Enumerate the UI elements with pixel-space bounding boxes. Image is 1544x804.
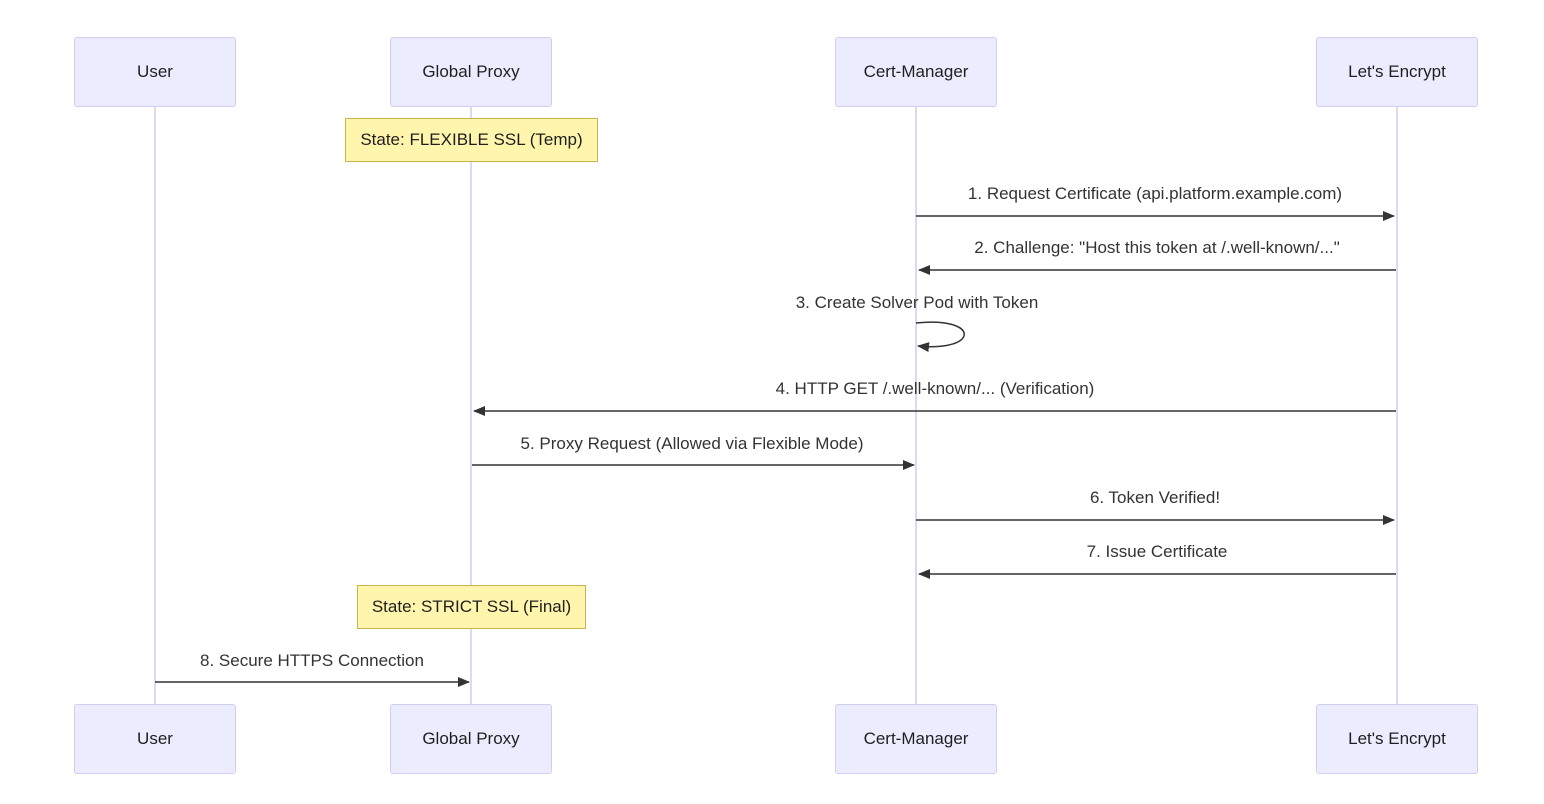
message-label-7: 7. Issue Certificate	[1086, 542, 1228, 561]
lifeline-cert-manager	[915, 107, 917, 704]
actor-global-proxy-bottom: Global Proxy	[390, 704, 552, 774]
actor-label: Let's Encrypt	[1348, 62, 1446, 81]
message-label-3: 3. Create Solver Pod with Token	[795, 293, 1039, 312]
actor-cert-manager-bottom: Cert-Manager	[835, 704, 997, 774]
lifeline-global-proxy	[470, 107, 472, 704]
actor-label: User	[137, 729, 173, 748]
message-label-1: 1. Request Certificate (api.platform.exa…	[967, 184, 1343, 203]
actor-user-bottom: User	[74, 704, 236, 774]
note-text: State: FLEXIBLE SSL (Temp)	[360, 130, 583, 149]
lifeline-user	[154, 107, 156, 704]
actor-cert-manager-top: Cert-Manager	[835, 37, 997, 107]
actor-label: Global Proxy	[422, 62, 520, 81]
note-strict-ssl: State: STRICT SSL (Final)	[357, 585, 586, 629]
actor-label: Global Proxy	[422, 729, 520, 748]
message-label-2: 2. Challenge: "Host this token at /.well…	[974, 238, 1340, 257]
message-label-4: 4. HTTP GET /.well-known/... (Verificati…	[775, 379, 1095, 398]
lifeline-lets-encrypt	[1396, 107, 1398, 704]
actor-label: Cert-Manager	[863, 729, 969, 748]
actor-global-proxy-top: Global Proxy	[390, 37, 552, 107]
actor-lets-encrypt-bottom: Let's Encrypt	[1316, 704, 1478, 774]
note-text: State: STRICT SSL (Final)	[371, 597, 572, 616]
actor-label: Cert-Manager	[863, 62, 969, 81]
actor-label: Let's Encrypt	[1348, 729, 1446, 748]
actor-lets-encrypt-top: Let's Encrypt	[1316, 37, 1478, 107]
message-label-6: 6. Token Verified!	[1089, 488, 1221, 507]
note-flexible-ssl: State: FLEXIBLE SSL (Temp)	[345, 118, 598, 162]
message-label-8: 8. Secure HTTPS Connection	[200, 651, 424, 670]
message-arrow-3	[915, 321, 965, 353]
message-label-5: 5. Proxy Request (Allowed via Flexible M…	[520, 434, 864, 453]
actor-user-top: User	[74, 37, 236, 107]
actor-label: User	[137, 62, 173, 81]
